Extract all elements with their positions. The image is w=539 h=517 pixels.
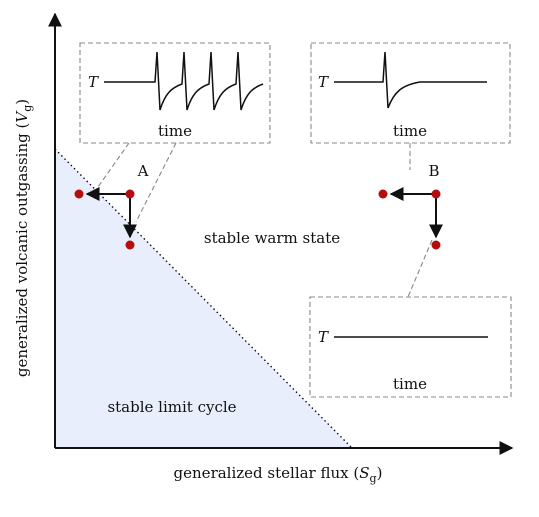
point-group-b: B (378, 162, 443, 250)
y-axis-label-main: generalized volcanic outgassing ( (13, 123, 31, 378)
point-b-down (431, 240, 441, 250)
point-a-origin (125, 189, 135, 199)
point-a-label: A (137, 162, 149, 180)
inset-flat-t-label: T (318, 328, 329, 346)
connector-a-left (92, 142, 130, 195)
y-axis-label-sub: g (21, 105, 34, 112)
inset-limit-cycle-time-label: time (158, 122, 192, 140)
inset-single-spike-time-label: time (393, 122, 427, 140)
inset-single-spike-curve (334, 51, 487, 109)
boundary-line (54, 148, 353, 449)
x-axis-label-var: S (359, 464, 369, 482)
warm-state-label: stable warm state (204, 229, 340, 247)
point-b-label: B (428, 162, 439, 180)
y-axis-label: generalized volcanic outgassing (Vg) (13, 99, 34, 377)
inset-flat: T time (309, 296, 512, 398)
point-b-origin (431, 189, 441, 199)
x-axis-label: generalized stellar flux (Sg) (174, 464, 383, 485)
y-axis-label-var: V (13, 110, 31, 123)
inset-limit-cycle: T time (79, 42, 271, 144)
point-b-left (378, 189, 388, 199)
inset-limit-cycle-t-label: T (88, 73, 99, 91)
point-a-down (125, 240, 135, 250)
connector-b-bottom (407, 239, 433, 298)
connector-a-right (135, 142, 177, 223)
connector-lines (92, 142, 433, 298)
point-group-a: A (74, 162, 149, 250)
inset-flat-frame (309, 296, 512, 398)
inset-single-spike-frame (310, 42, 511, 144)
x-axis-label-close: ) (377, 464, 383, 482)
y-axis-label-close: ) (13, 99, 31, 105)
x-axis-label-sub: g (370, 472, 377, 485)
inset-single-spike-t-label: T (318, 73, 329, 91)
inset-flat-time-label: time (393, 375, 427, 393)
x-axis-label-main: generalized stellar flux ( (174, 464, 360, 482)
inset-single-spike: T time (310, 42, 511, 144)
limit-cycle-label: stable limit cycle (107, 398, 236, 416)
inset-limit-cycle-curve (104, 51, 264, 111)
point-a-left (74, 189, 84, 199)
